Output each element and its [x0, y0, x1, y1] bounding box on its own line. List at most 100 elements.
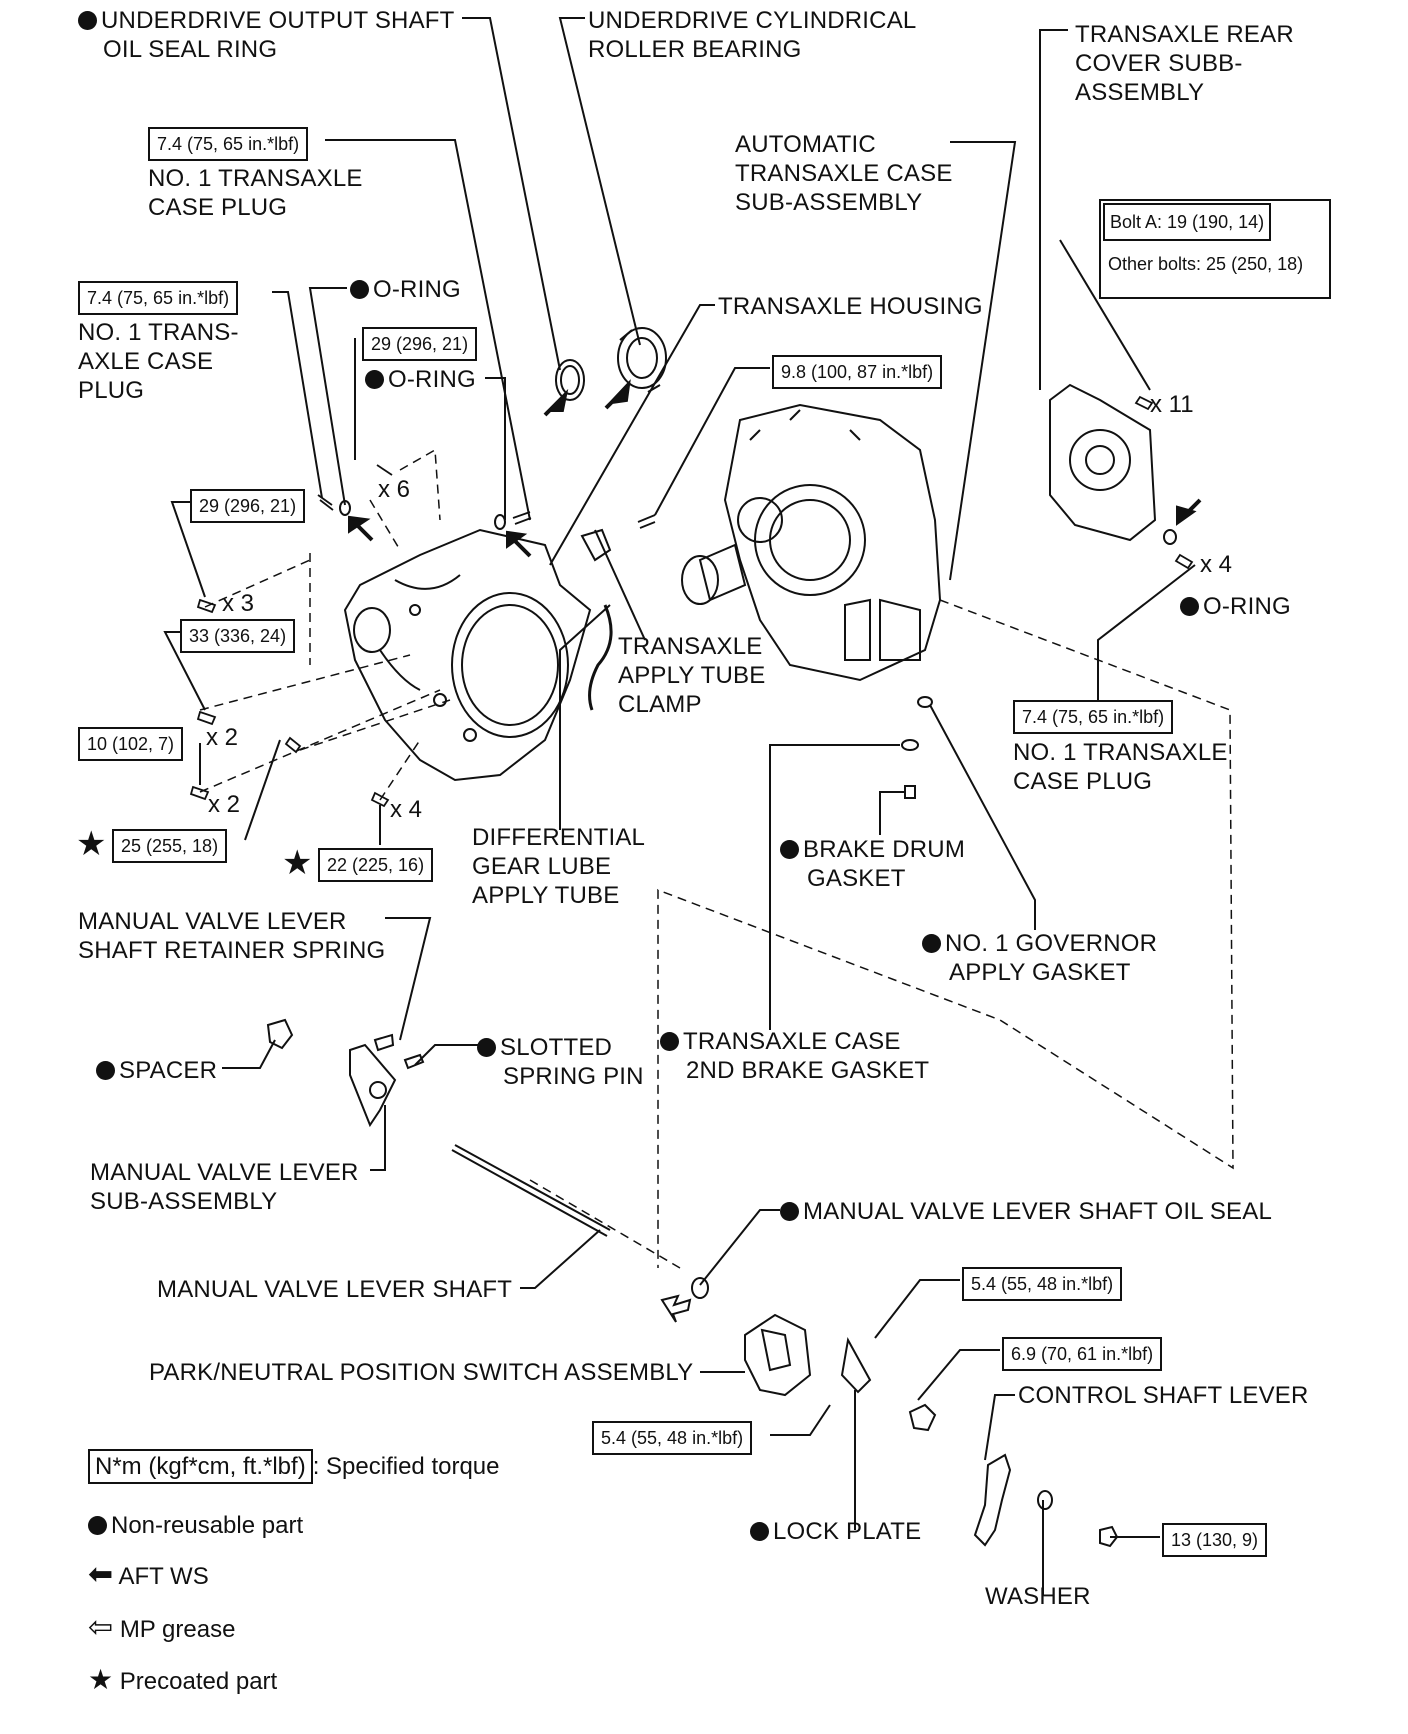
dash-2: [204, 559, 311, 608]
torque-plug-top: 7.4 (75, 65 in.*lbf): [148, 127, 309, 161]
transaxle-case-shape: [681, 403, 942, 682]
rear-cover-line1: TRANSAXLE REAR: [1075, 21, 1294, 48]
spacer-label: SPACER: [96, 1056, 217, 1085]
leader-oring-top: [308, 287, 347, 506]
leader-54b: [770, 1404, 831, 1436]
leader-retainer: [385, 917, 432, 1041]
lock-plate-shape: [840, 1337, 872, 1394]
dash-5: [299, 699, 451, 751]
legend-torque-desc: : Specified torque: [312, 1453, 500, 1480]
torque-54-a: 5.4 (55, 48 in.*lbf): [962, 1267, 1123, 1301]
ud-bearing: [617, 327, 667, 393]
diff-line2: GEAR LUBE: [472, 853, 612, 880]
gasket-brake2: [901, 739, 919, 751]
torque-plug-right: 7.4 (75, 65 in.*lbf): [1013, 700, 1174, 734]
leader-2nd-brake: [769, 744, 900, 1030]
control-lever-label: CONTROL SHAFT LEVER: [1018, 1382, 1309, 1409]
torque-13: 13 (130, 9): [1162, 1523, 1268, 1557]
oring-mid-label: O-RING: [365, 365, 476, 394]
lock-plate-label: LOCK PLATE: [750, 1517, 921, 1546]
ud-seal-ring: [555, 359, 585, 401]
rear-cover-shape: [1049, 383, 1157, 542]
lever-shaft-label: MANUAL VALVE LEVER SHAFT: [157, 1276, 513, 1303]
leader-governor: [929, 704, 1036, 930]
legend-aft-ws-text: AFT WS: [118, 1563, 209, 1590]
legend-precoated-text: Precoated part: [119, 1668, 278, 1695]
spacer-shape: [266, 1018, 294, 1050]
lever-shaft-shape: [451, 1144, 611, 1237]
diff-tube: [588, 604, 613, 711]
leader-housing: [549, 304, 715, 566]
nut13-shape: [1099, 1525, 1119, 1548]
dash-9: [657, 599, 1234, 1268]
leader-ud-bearing: [558, 17, 641, 346]
control-lever-shape: [973, 1453, 1012, 1547]
non-reusable-dot: [350, 280, 369, 299]
oring-top-label: O-RING: [350, 275, 461, 304]
legend-torque: N*m (kgf*cm, ft.*lbf): Specified torque: [88, 1449, 500, 1484]
mult-x6: x 6: [378, 476, 411, 503]
precoated-star-22: ★: [282, 844, 313, 882]
dash-6: [379, 739, 421, 801]
torque-29-b: 29 (296, 21): [362, 327, 478, 361]
nut-shape: [908, 1403, 937, 1432]
leader-ud-seal: [462, 17, 561, 371]
leader-case: [949, 141, 1017, 581]
rear-cover-line2: COVER SUBB-: [1075, 50, 1243, 77]
clamp-line2: APPLY TUBE: [618, 662, 766, 689]
legend-torque-box: N*m (kgf*cm, ft.*lbf): [88, 1449, 313, 1484]
diff-line1: DIFFERENTIAL: [472, 824, 646, 851]
legend-precoated: ★ Precoated part: [88, 1665, 277, 1697]
oring-shape-3: [1163, 529, 1177, 545]
pn-switch-label: PARK/NEUTRAL POSITION SWITCH ASSEMBLY: [149, 1359, 694, 1386]
non-reusable-dot: [78, 11, 97, 30]
mult-x2-b: x 2: [208, 791, 241, 818]
torque-box-frame-bolt: [1099, 199, 1331, 299]
case-line3: SUB-ASSEMBLY: [735, 189, 923, 216]
dash-4: [199, 689, 441, 793]
leader-54a: [874, 1279, 960, 1339]
slotted-line1: SLOTTED: [500, 1034, 613, 1061]
plug-left-line3: PLUG: [78, 377, 145, 404]
leader-brake-drum: [879, 791, 905, 835]
aft-ws-arrows: [348, 379, 1202, 558]
leader-rear-cover: [1039, 29, 1068, 390]
gasket-governor: [917, 696, 933, 708]
mp-grease-arrow: [660, 1294, 692, 1323]
mult-x4-a: x 4: [390, 796, 423, 823]
governor-label: NO. 1 GOVERNOR: [922, 929, 1157, 958]
torque-plug-left: 7.4 (75, 65 in.*lbf): [78, 281, 239, 315]
case-line1: AUTOMATIC: [735, 131, 876, 158]
brake-drum-label: BRAKE DRUM: [780, 835, 965, 864]
torque-29-a: 29 (296, 21): [190, 489, 306, 523]
non-reusable-dot: [96, 1061, 115, 1080]
brake-drum-line1: BRAKE DRUM: [803, 836, 966, 863]
leader-spacer: [222, 1039, 276, 1069]
ud-seal-line1: UNDERDRIVE OUTPUT SHAFT: [101, 7, 455, 34]
dash-3: [199, 654, 411, 711]
mult-x3: x 3: [222, 590, 255, 617]
plug-right-line2: CASE PLUG: [1013, 768, 1153, 795]
torque-98: 9.8 (100, 87 in.*lbf): [772, 355, 943, 389]
pn-switch-shape: [744, 1313, 812, 1397]
brake2-line1: TRANSAXLE CASE: [683, 1028, 901, 1055]
governor-line1: NO. 1 GOVERNOR: [945, 930, 1158, 957]
precoated-star-25: ★: [76, 825, 107, 863]
retainer-line1: MANUAL VALVE LEVER: [78, 908, 347, 935]
ud-seal-label: UNDERDRIVE OUTPUT SHAFT: [78, 6, 455, 35]
ud-bearing-line1: UNDERDRIVE CYLINDRICAL: [588, 7, 917, 34]
legend-mp-grease: ⇦ MP grease: [88, 1613, 235, 1645]
oring-right-label: O-RING: [1180, 592, 1291, 621]
plug-top-line1: NO. 1 TRANSAXLE: [148, 165, 363, 192]
housing-label: TRANSAXLE HOUSING: [718, 293, 983, 320]
brake2-label: TRANSAXLE CASE: [660, 1027, 901, 1056]
diff-line3: APPLY TUBE: [472, 882, 620, 909]
non-reusable-dot: [780, 840, 799, 859]
torque-other-bolts: Other bolts: 25 (250, 18): [1103, 247, 1309, 281]
oring-shape-1: [339, 500, 351, 516]
torque-bolt-a: Bolt A: 19 (190, 14): [1103, 203, 1272, 241]
oil-seal-shape: [691, 1277, 709, 1299]
torque-54-b: 5.4 (55, 48 in.*lbf): [592, 1421, 753, 1455]
leader-slotted: [414, 1044, 480, 1066]
